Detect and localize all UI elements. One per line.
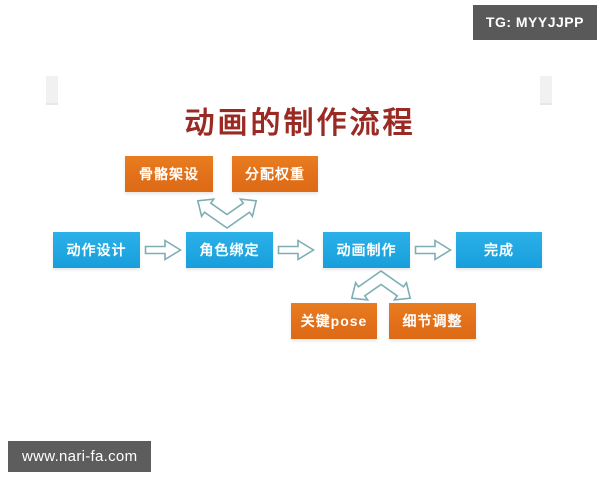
flow-node-complete: 完成 [456,232,542,268]
flow-node-key-pose: 关键pose [291,303,377,339]
split-arrow-up-icon [196,198,258,229]
flow-node-animation-production: 动画制作 [323,232,410,268]
flow-node-character-binding: 角色绑定 [186,232,273,268]
right-arrow-icon-1 [144,239,182,261]
flow-node-detail-adjust: 细节调整 [389,303,476,339]
split-arrow-down-icon [350,270,412,301]
page-title: 动画的制作流程 [184,107,416,140]
flow-node-assign-weights: 分配权重 [232,156,318,192]
flow-node-action-design: 动作设计 [53,232,140,268]
right-arrow-icon-2 [277,239,315,261]
page-margin-mark-left [46,76,58,105]
right-arrow-icon-3 [414,239,452,261]
page-margin-mark-right [540,76,552,105]
flow-node-skeleton-rigging: 骨骼架设 [125,156,213,192]
watermark: www.nari-fa.com [8,441,152,472]
tg-badge: TG: MYYJJPP [472,5,597,40]
